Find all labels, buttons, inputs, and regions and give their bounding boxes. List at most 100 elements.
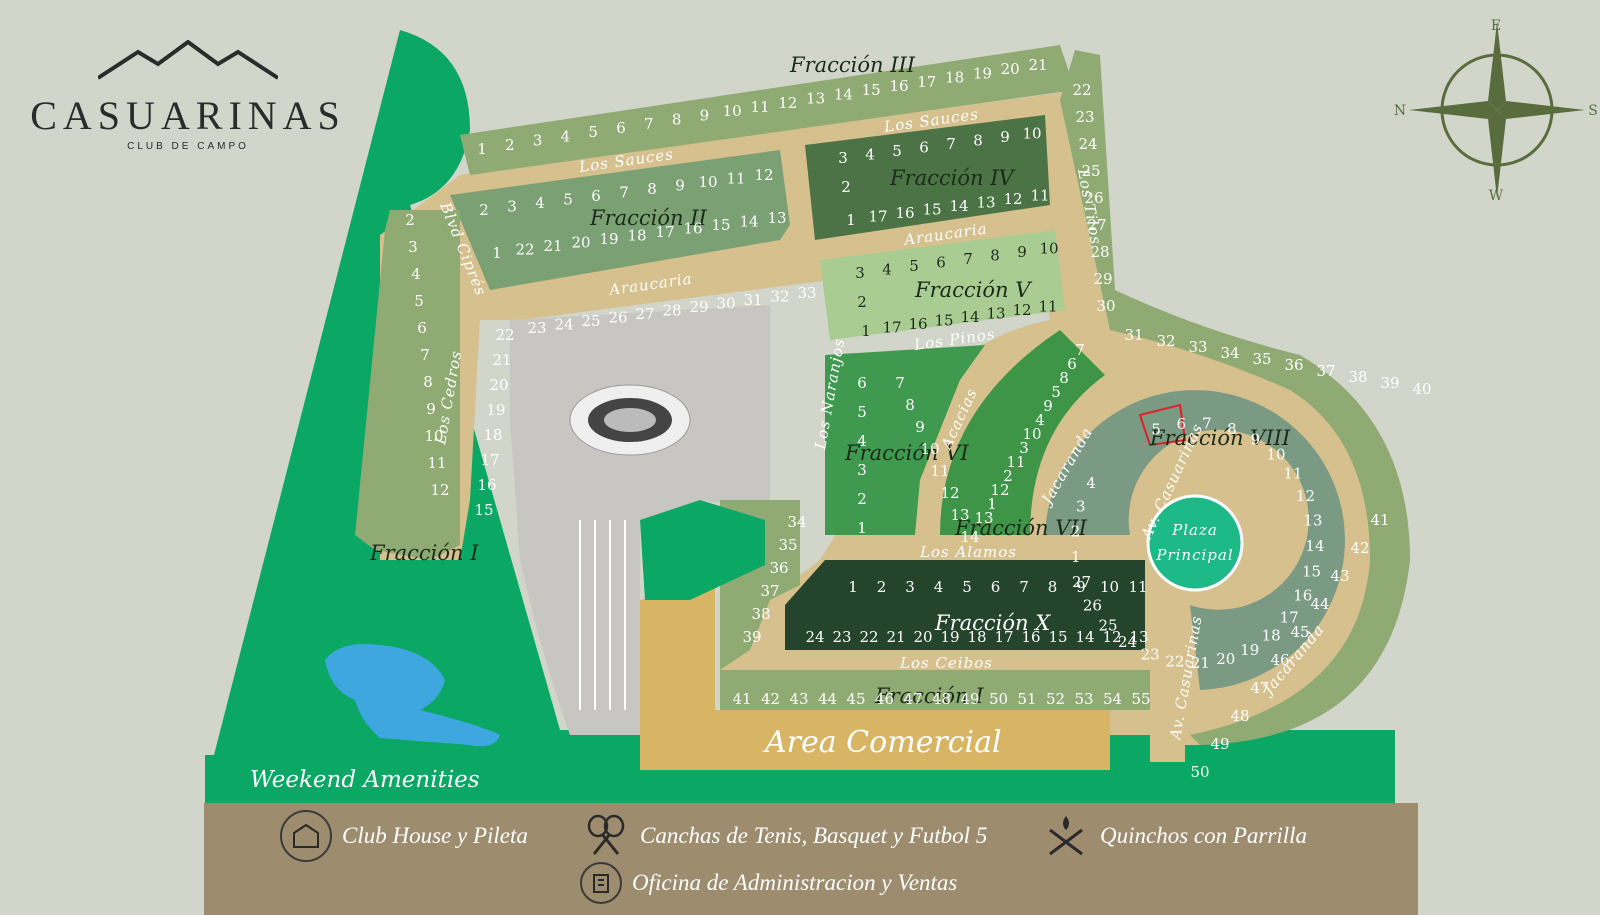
lot-f3c-0[interactable]: 31	[1124, 326, 1143, 344]
lot-f7-5[interactable]: 4	[1035, 411, 1045, 429]
lot-f10t-6[interactable]: 7	[1019, 578, 1029, 596]
lot-f3a-11[interactable]: 12	[778, 94, 797, 112]
lot-f8-2[interactable]: 7	[1202, 415, 1212, 433]
lot-f2t-0[interactable]: 2	[479, 201, 489, 219]
lot-f10b-6[interactable]: 18	[967, 628, 986, 646]
lot-f7-0[interactable]: 7	[1075, 341, 1085, 359]
lot-f8-4[interactable]: 9	[1251, 430, 1261, 448]
lot-f2t-1[interactable]: 3	[507, 198, 517, 216]
lot-f4b-7[interactable]: 11	[1030, 187, 1049, 205]
lot-f3a-8[interactable]: 9	[700, 106, 710, 124]
lot-f1r-3[interactable]: 19	[486, 401, 505, 419]
lot-f5b-7[interactable]: 11	[1038, 298, 1057, 316]
lot-f2b-1[interactable]: 22	[515, 241, 534, 259]
lot-f5t-5[interactable]: 8	[990, 247, 1000, 265]
lot-f1l-9[interactable]: 11	[427, 454, 446, 472]
lot-f6l-1[interactable]: 5	[857, 403, 867, 421]
lot-arau-3[interactable]: 26	[608, 309, 627, 327]
lot-f3b-4[interactable]: 26	[1084, 189, 1103, 207]
lot-f6l-0[interactable]: 6	[857, 374, 867, 392]
lot-f6m-6[interactable]: 13	[950, 506, 969, 524]
lot-f4b-4[interactable]: 14	[949, 197, 968, 215]
lot-f2t-10[interactable]: 12	[754, 166, 773, 184]
lot-f5t-6[interactable]: 9	[1017, 243, 1027, 261]
lot-f1r-2[interactable]: 20	[489, 376, 508, 394]
lot-f4m-0[interactable]: 2	[841, 178, 851, 196]
lot-f7-1[interactable]: 6	[1067, 355, 1077, 373]
lot-f1bb-6[interactable]: 47	[903, 690, 922, 708]
lot-f1l-6[interactable]: 8	[423, 373, 433, 391]
lot-f4b-3[interactable]: 15	[922, 201, 941, 219]
lot-f3d-5[interactable]: 46	[1270, 651, 1289, 669]
lot-f4t-6[interactable]: 9	[1000, 128, 1010, 146]
lot-f1bb-10[interactable]: 51	[1017, 690, 1036, 708]
lot-f8-0[interactable]: 5	[1151, 420, 1161, 438]
lot-arau-1[interactable]: 24	[554, 316, 573, 334]
lot-f1bb-9[interactable]: 50	[989, 690, 1008, 708]
lot-f3d-0[interactable]: 41	[1370, 511, 1389, 529]
lot-f5b-5[interactable]: 13	[986, 305, 1005, 323]
lot-f3a-1[interactable]: 2	[505, 136, 515, 154]
lot-f7-11[interactable]: 1	[987, 495, 997, 513]
lot-f3a-13[interactable]: 14	[834, 85, 853, 103]
lot-f1r-4[interactable]: 18	[483, 426, 502, 444]
lot-f5b-1[interactable]: 17	[882, 319, 901, 337]
lot-f10t-9[interactable]: 10	[1100, 578, 1119, 596]
lot-arau-0[interactable]: 23	[527, 319, 546, 337]
lot-f8-13[interactable]: 18	[1262, 627, 1281, 645]
lot-f10t-3[interactable]: 4	[934, 578, 944, 596]
lot-f8-7[interactable]: 12	[1296, 487, 1315, 505]
lot-f4t-5[interactable]: 8	[973, 132, 983, 150]
lot-f1bb-3[interactable]: 44	[818, 690, 837, 708]
lot-arau-5[interactable]: 28	[662, 302, 681, 320]
lot-f1bl-4[interactable]: 38	[751, 605, 770, 623]
lot-f3b-2[interactable]: 24	[1078, 135, 1097, 153]
lot-f1l-2[interactable]: 4	[411, 265, 421, 283]
lot-f8-5[interactable]: 10	[1266, 445, 1285, 463]
lot-f3a-15[interactable]: 16	[889, 77, 908, 95]
lot-f8-25[interactable]: 3	[1076, 497, 1086, 515]
lot-f8-17[interactable]: 22	[1165, 652, 1184, 670]
lot-f3b-1[interactable]: 23	[1075, 108, 1094, 126]
lot-f10b-1[interactable]: 23	[832, 628, 851, 646]
lot-f3a-17[interactable]: 18	[945, 69, 964, 87]
lot-f7-9[interactable]: 2	[1003, 467, 1013, 485]
lot-f1l-3[interactable]: 5	[414, 292, 424, 310]
lot-f5t-0[interactable]: 3	[855, 264, 865, 282]
lot-f8-22[interactable]: 27	[1072, 573, 1091, 591]
lot-f6l-4[interactable]: 2	[857, 490, 867, 508]
lot-f2b-10[interactable]: 13	[767, 209, 786, 227]
lot-f7-3[interactable]: 5	[1051, 383, 1061, 401]
lot-f3a-18[interactable]: 19	[973, 64, 992, 82]
lot-f6l-5[interactable]: 1	[857, 519, 867, 537]
lot-f6m-0[interactable]: 7	[895, 374, 905, 392]
lot-f8-26[interactable]: 4	[1086, 474, 1096, 492]
lot-f10b-12[interactable]: 13	[1129, 628, 1148, 646]
lot-f2t-6[interactable]: 8	[647, 180, 657, 198]
lot-f3d-9[interactable]: 50	[1190, 763, 1209, 781]
lot-f4b-5[interactable]: 13	[976, 194, 995, 212]
lot-f4t-1[interactable]: 4	[865, 146, 875, 164]
lot-f10t-0[interactable]: 1	[848, 578, 858, 596]
lot-f1bb-2[interactable]: 43	[789, 690, 808, 708]
lot-f6m-2[interactable]: 9	[915, 418, 925, 436]
lot-f3a-2[interactable]: 3	[533, 132, 543, 150]
lot-f3d-8[interactable]: 49	[1210, 735, 1229, 753]
lot-f4t-7[interactable]: 10	[1022, 125, 1041, 143]
lot-f3d-7[interactable]: 48	[1230, 707, 1249, 725]
lot-f1r-1[interactable]: 21	[492, 351, 511, 369]
lot-f2b-2[interactable]: 21	[543, 237, 562, 255]
lot-arau-4[interactable]: 27	[635, 305, 654, 323]
lot-f6m-7[interactable]: 14	[960, 528, 979, 546]
legend-club-house[interactable]: Club House y Pileta	[280, 810, 528, 862]
lot-f10b-2[interactable]: 22	[859, 628, 878, 646]
lot-f8-11[interactable]: 16	[1293, 587, 1312, 605]
lot-arau-8[interactable]: 31	[743, 291, 762, 309]
lot-f6l-2[interactable]: 4	[857, 432, 867, 450]
lot-arau-6[interactable]: 29	[689, 298, 708, 316]
lot-f2b-6[interactable]: 17	[655, 223, 674, 241]
lot-f7-12[interactable]: 13	[974, 509, 993, 527]
lot-f1r-7[interactable]: 15	[474, 501, 493, 519]
lot-f4t-2[interactable]: 5	[892, 142, 902, 160]
lot-f5b-4[interactable]: 14	[960, 308, 979, 326]
